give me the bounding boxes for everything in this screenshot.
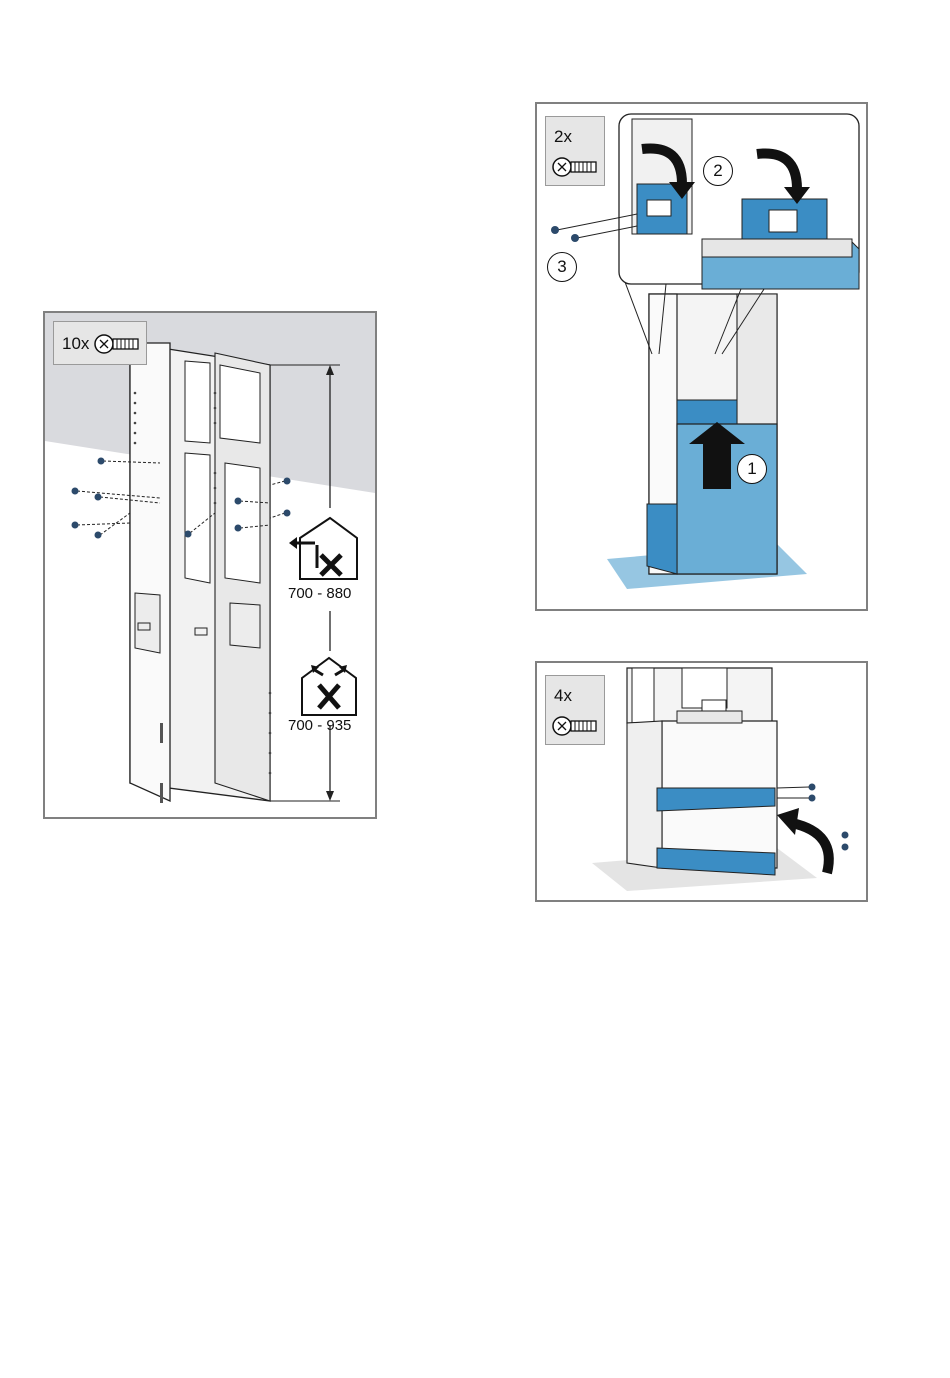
- screw-count: 2x: [554, 127, 572, 147]
- step-2-label: 2: [713, 161, 722, 180]
- recirculation-mode-icon: [289, 518, 357, 579]
- exhaust-mode-icon: [302, 658, 356, 715]
- screw-count: 4x: [554, 686, 572, 706]
- step-1-label: 1: [747, 459, 756, 478]
- chimney-assembly-drawing: [45, 313, 375, 817]
- screw-count-badge: 4x: [545, 675, 605, 745]
- screw-icon: [552, 714, 600, 738]
- recirculation-range-label: 700 - 880: [288, 585, 351, 602]
- step-1-marker: 1: [737, 454, 767, 484]
- figure-left-chimney-assembly: 10x 700 - 880 700 - 935: [43, 311, 377, 819]
- exhaust-range-label: 700 - 935: [288, 717, 351, 734]
- step-2-marker: 2: [703, 156, 733, 186]
- screw-count-badge: 2x: [545, 116, 605, 186]
- figure-bottom-right-fixing-strap: 4x: [535, 661, 868, 902]
- screw-icon: [552, 155, 600, 179]
- screw-count-badge: 10x: [53, 321, 147, 365]
- screw-icon: [94, 332, 142, 356]
- screw-count: 10x: [62, 334, 89, 354]
- figure-top-right-inner-duct: 2x 1 2 3: [535, 102, 868, 611]
- step-3-marker: 3: [547, 252, 577, 282]
- step-3-label: 3: [557, 257, 566, 276]
